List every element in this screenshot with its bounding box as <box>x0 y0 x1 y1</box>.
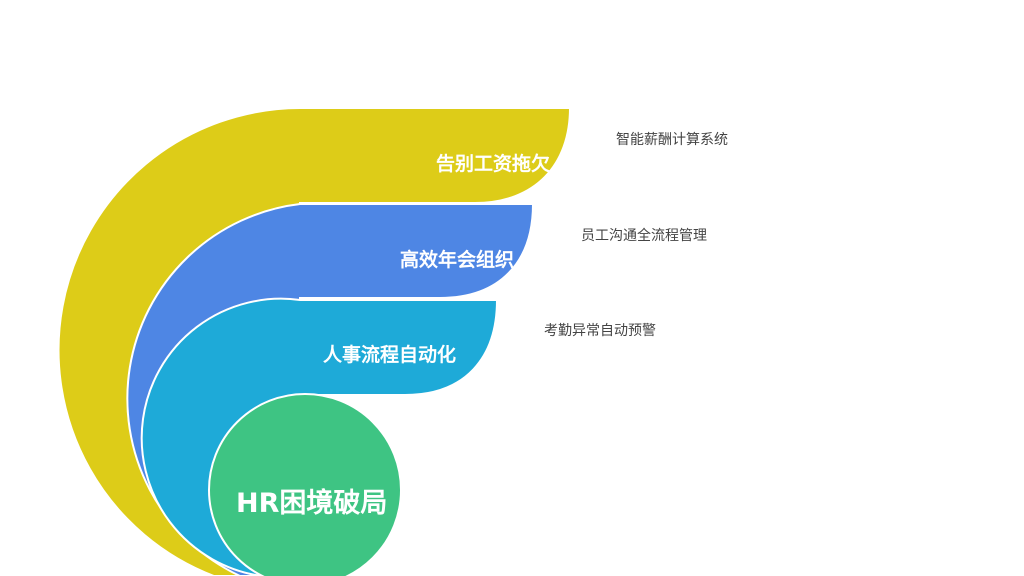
layer-label-automation: 人事流程自动化 <box>323 343 456 366</box>
layer-label-annual-meeting: 高效年会组织 <box>400 248 514 271</box>
note-annual-meeting: 员工沟通全流程管理 <box>581 228 707 244</box>
layer-label-salary: 告别工资拖欠 <box>436 152 550 175</box>
center-circle <box>208 393 402 576</box>
note-salary: 智能薪酬计算系统 <box>616 132 728 148</box>
center-label: HR困境破局 <box>236 488 387 519</box>
note-automation: 考勤异常自动预警 <box>544 323 656 339</box>
